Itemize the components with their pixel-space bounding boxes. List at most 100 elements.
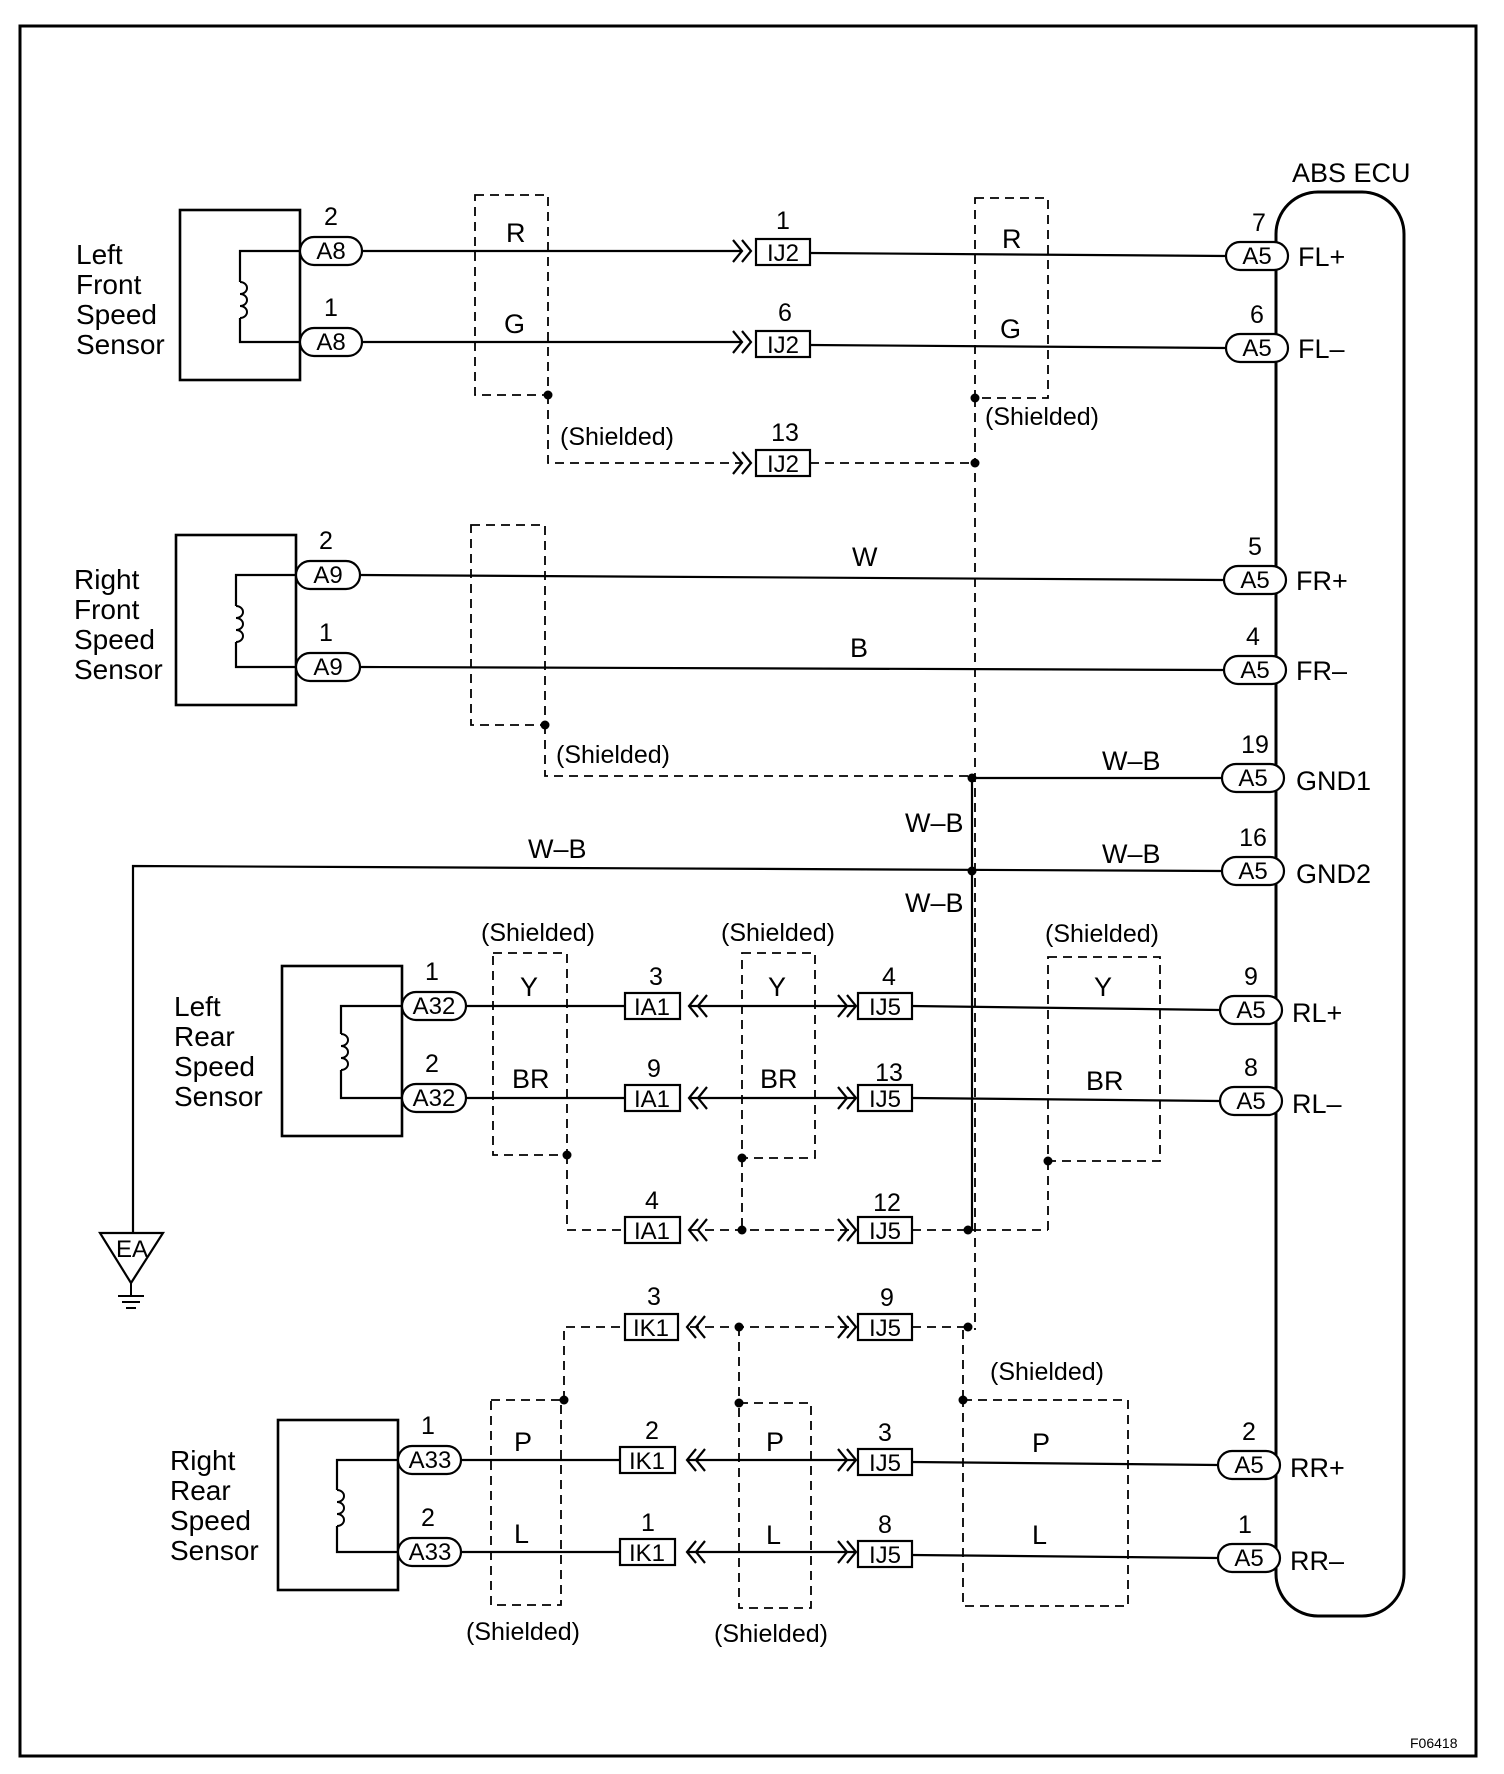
connector-name: A33 <box>409 1447 452 1474</box>
shielded-label: (Shielded) <box>466 1618 580 1646</box>
ecu-box <box>1274 190 1406 1618</box>
wire-color-label: B <box>850 633 868 663</box>
wire <box>911 1004 1221 1012</box>
junction-dot <box>963 1322 973 1332</box>
wire-color-label: G <box>504 309 525 339</box>
wire-color-label: G <box>1000 314 1021 344</box>
junction-dot <box>737 1153 747 1163</box>
connector-name: A8 <box>316 329 345 356</box>
shielded-label: (Shielded) <box>721 919 835 947</box>
sensor-label-line: Sensor <box>76 329 165 360</box>
junction-dot <box>540 720 550 730</box>
sensor-label-line: Sensor <box>174 1081 263 1112</box>
terminal-name: FL– <box>1298 334 1345 364</box>
sensor-label-line: Right <box>74 564 140 595</box>
inline-connector: IK1 1 <box>618 1509 706 1567</box>
connector-name: A9 <box>313 654 342 681</box>
sensor-label-line: Left <box>174 991 221 1022</box>
pin-number: 1 <box>1238 1511 1252 1539</box>
wire-color-label: L <box>766 1520 781 1550</box>
wire <box>359 665 1225 672</box>
shield-box <box>974 197 1049 399</box>
wire-color-label: Y <box>768 972 786 1002</box>
connector-name: IJ2 <box>767 240 799 267</box>
wire-color-label: BR <box>760 1064 798 1094</box>
junction-dot <box>967 866 977 876</box>
sensor-connector <box>396 1444 463 1476</box>
ecu-connector <box>1220 855 1286 887</box>
inline-connectors: IJ2 1 IJ2 6 IJ2 13 IA1 3 IA1 <box>618 207 914 1569</box>
ecu-connector <box>1220 762 1286 794</box>
figure-code: F06418 <box>1410 1735 1458 1751</box>
wire-color-label: W–B <box>905 808 964 838</box>
junction-dot <box>958 1395 968 1405</box>
wire-color-labels: R R G G W B W–B W–B W–B W–B W–B Y Y Y BR… <box>504 218 1161 1550</box>
pin-number: 13 <box>771 419 799 447</box>
wire-color-label: W–B <box>905 888 964 918</box>
terminal-name: FR– <box>1296 656 1347 686</box>
pin-number: 1 <box>324 294 338 322</box>
ecu-connector <box>1224 240 1290 272</box>
wire-color-label: BR <box>512 1064 550 1094</box>
junction-dot <box>967 773 977 783</box>
ecu-connector <box>1218 1085 1284 1117</box>
shielded-label: (Shielded) <box>714 1620 828 1648</box>
junction-dot <box>970 393 980 403</box>
pin-number: 9 <box>1244 963 1258 991</box>
shielded-label: (Shielded) <box>1045 920 1159 948</box>
shielded-label: (Shielded) <box>556 741 670 769</box>
terminal-name: GND2 <box>1296 859 1371 889</box>
connector-name: IJ5 <box>869 1542 901 1569</box>
junction-dot <box>543 390 553 400</box>
shield-box <box>741 952 816 1159</box>
connector-name: IA1 <box>634 994 670 1021</box>
pin-number: 6 <box>778 299 792 327</box>
inline-connector: IJ5 12 <box>837 1189 914 1245</box>
inline-connector: IA1 4 <box>623 1187 708 1245</box>
sensor-label-line: Speed <box>170 1505 251 1536</box>
pin-number: 6 <box>1250 301 1264 329</box>
sensor-left-front: Left Front Speed Sensor <box>76 208 302 382</box>
terminal-name: FR+ <box>1296 566 1348 596</box>
connector-name: A5 <box>1242 335 1271 362</box>
pin-number: 8 <box>878 1511 892 1539</box>
inline-connector: IK1 3 <box>623 1283 706 1342</box>
pin-number: 2 <box>324 203 338 231</box>
sensor-lead <box>238 249 300 282</box>
ground-wires: EA <box>98 776 1223 1309</box>
ground-symbol: EA <box>98 1231 166 1309</box>
terminal-name: GND1 <box>1296 766 1371 796</box>
ecu-title: ABS ECU <box>1292 158 1411 188</box>
pin-number: 4 <box>645 1187 659 1215</box>
connector-name: A5 <box>1236 1088 1265 1115</box>
connector-name: IK1 <box>629 1448 665 1475</box>
ecu-connector <box>1218 994 1284 1026</box>
ground-name: EA <box>116 1236 148 1263</box>
inline-connector: IA1 9 <box>623 1055 708 1113</box>
wire <box>131 864 1223 1233</box>
wire-color-label: W <box>852 542 878 572</box>
sensor-label-line: Rear <box>170 1475 231 1506</box>
pin-number: 1 <box>421 1412 435 1440</box>
connector-name: IJ2 <box>767 451 799 478</box>
inline-connector: IK1 2 <box>618 1417 706 1475</box>
terminal-name: RR– <box>1290 1546 1344 1576</box>
pin-number: 1 <box>641 1509 655 1537</box>
wire-color-label: Y <box>520 972 538 1002</box>
shield-box <box>962 1399 1129 1607</box>
connector-name: A5 <box>1238 858 1267 885</box>
pin-number: 2 <box>319 527 333 555</box>
connector-name: A5 <box>1236 997 1265 1024</box>
shield-box <box>490 1399 562 1606</box>
connector-name: IJ2 <box>767 332 799 359</box>
shield-box <box>470 524 546 726</box>
pin-number: 3 <box>878 1419 892 1447</box>
connector-name: A9 <box>313 562 342 589</box>
wire-color-label: L <box>1032 1520 1047 1550</box>
connector-name: A32 <box>413 1085 456 1112</box>
sensor-right-front: Right Front Speed Sensor <box>74 533 298 707</box>
pin-number: 8 <box>1244 1054 1258 1082</box>
drain-line <box>566 1155 625 1231</box>
wire-color-label: P <box>766 1427 784 1457</box>
shield-box <box>492 952 568 1156</box>
